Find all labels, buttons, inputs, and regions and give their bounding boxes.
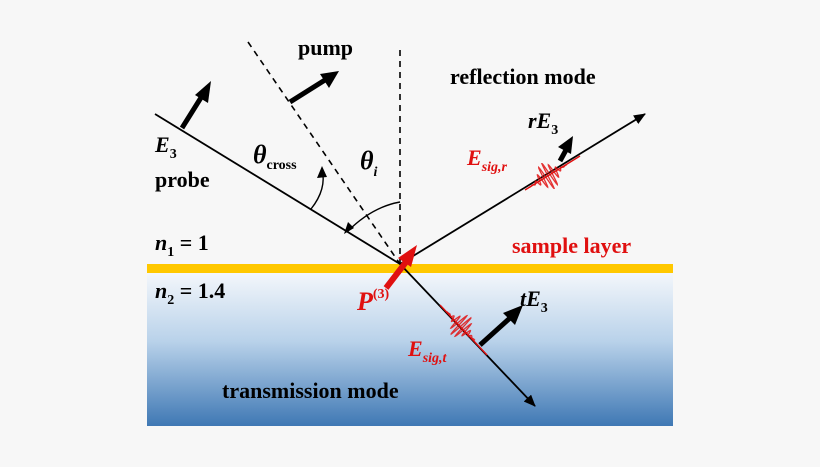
transmission-mode-label: transmission mode <box>222 378 399 403</box>
signal-transmitted-segment <box>439 304 488 356</box>
esig-t-label: Esig,t <box>407 336 448 366</box>
pump-label: pump <box>298 35 353 60</box>
n2-label: n2 = 1.4 <box>155 278 225 308</box>
probe-label: probe <box>155 167 210 192</box>
e3-label: E3 <box>154 132 177 162</box>
te3-label: tE3 <box>520 286 548 316</box>
p3-label: P(3) <box>356 287 390 316</box>
re3-label: rE3 <box>528 108 558 138</box>
re3-polarization-arrow <box>557 136 573 163</box>
signal-reflected-segment <box>524 155 581 191</box>
sample-layer-label: sample layer <box>512 233 631 258</box>
theta-i-label: θi <box>360 146 378 180</box>
substrate-region <box>147 272 673 426</box>
theta-i-arc-head <box>344 222 354 234</box>
esig-r-label: Esig,r <box>466 145 508 175</box>
reflection-mode-label: reflection mode <box>450 64 596 89</box>
n1-label: n1 = 1 <box>155 230 209 260</box>
pump-beam-line <box>247 41 401 265</box>
p3-polarization-arrow <box>383 245 417 290</box>
probe-beam-line <box>154 113 401 265</box>
reflected-beam-line <box>399 113 646 265</box>
theta-cross-label: θcross <box>253 140 297 173</box>
pump-polarization-arrow <box>288 71 339 105</box>
te3-polarization-arrow <box>478 305 523 347</box>
theta-cross-arc-head <box>317 166 327 178</box>
sample-layer-band <box>147 264 673 273</box>
e3-polarization-arrow <box>179 81 211 130</box>
signal-wavepacket-transmitted <box>446 311 476 341</box>
